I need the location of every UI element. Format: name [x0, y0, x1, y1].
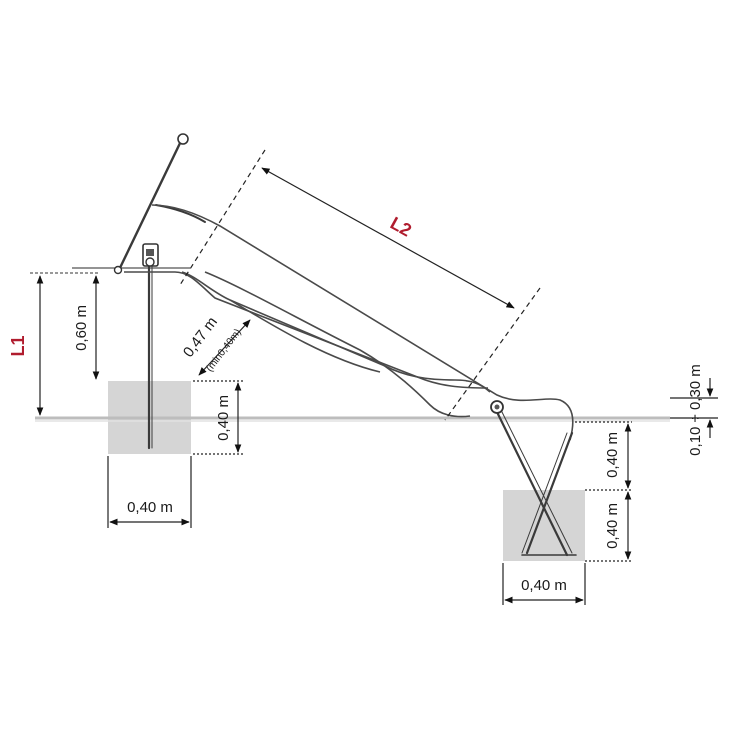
- left-block-height-label: 0,40 m: [215, 395, 232, 441]
- slide-side-rail-lower: [124, 271, 489, 389]
- right-block-height-label: 0,40 m: [604, 503, 621, 549]
- handrail-curve: [155, 204, 206, 223]
- l2-label: L2: [387, 213, 415, 241]
- right-leg-back: [525, 431, 574, 555]
- right-block-width-label: 0,40 m: [521, 577, 567, 594]
- right-footing-block: [503, 490, 585, 561]
- h060-label: 0,60 m: [73, 305, 90, 351]
- l2-extension-upper: [179, 149, 266, 286]
- right-gap-height-label: 0,40 m: [604, 432, 621, 478]
- slide-bed: [181, 271, 491, 393]
- handrail-knob: [177, 133, 189, 145]
- exit-height-label: 0,10 ÷ 0,30 m: [687, 364, 704, 456]
- h047-dimension-line: [198, 319, 251, 376]
- left-block-width-label: 0,40 m: [127, 499, 173, 516]
- l2-extension-lower: [444, 287, 541, 421]
- slide-side-rail-top: [151, 204, 574, 441]
- slide-bottom-chute: [204, 271, 471, 418]
- l2-dimension-line: [261, 167, 515, 309]
- l1-label: L1: [8, 335, 28, 356]
- right-leg-front: [494, 408, 569, 557]
- handrail-bar: [116, 137, 184, 274]
